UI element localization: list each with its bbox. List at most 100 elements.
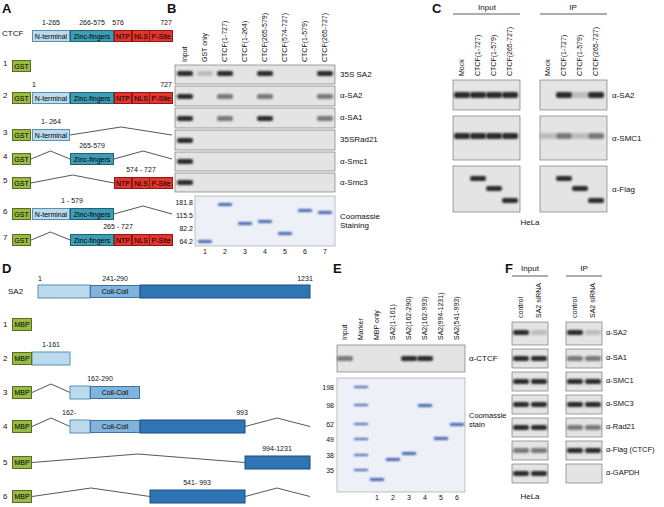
- figure-label: α-Smc3: [340, 178, 368, 187]
- figure-label: 541- 993: [183, 479, 211, 487]
- western-blot: [177, 71, 193, 76]
- panel-letter: A: [2, 2, 11, 17]
- western-blot: [177, 138, 193, 143]
- figure-label: 5: [439, 494, 443, 502]
- deletion-line: [245, 418, 310, 427]
- figure-label: α-SA1: [340, 113, 362, 122]
- western-blot: [513, 330, 529, 335]
- western-blot: [585, 356, 601, 361]
- western-blot: [486, 186, 502, 191]
- domain-box: N-terminal: [32, 129, 70, 141]
- domain-name: Coil-Coil: [102, 288, 128, 295]
- lane-label: Marker: [357, 318, 365, 340]
- western-blot: [556, 176, 572, 181]
- group-bracket: [453, 14, 607, 276]
- figure-label: α-SA1: [606, 354, 627, 363]
- western-blot: [217, 94, 233, 99]
- figure-label: 3: [3, 388, 7, 397]
- domain-name: NLS: [134, 95, 148, 102]
- lane-label: Mock: [458, 59, 466, 76]
- lane-label: SA2(162-993): [421, 296, 429, 340]
- western-blot: [531, 356, 547, 361]
- figure-label: 115.5: [176, 212, 193, 220]
- western-blot: [540, 80, 607, 110]
- figure-label: 727: [160, 19, 172, 27]
- lane-label: SA2(162-290): [405, 296, 413, 340]
- coomassie-gel: [298, 209, 312, 212]
- western-blot: [257, 71, 273, 76]
- figure-label: α-Flag: [612, 185, 635, 194]
- western-blot: [453, 116, 520, 160]
- domain-name: P-Site: [151, 237, 170, 244]
- western-blot: [585, 448, 601, 453]
- figure-label: 574 - 727: [126, 166, 156, 174]
- domain-box: NLS: [132, 92, 150, 104]
- western-blot: [531, 471, 547, 476]
- western-blot: [588, 133, 604, 139]
- western-blot: [486, 133, 502, 139]
- western-blot: [317, 116, 333, 121]
- domain-box: Coil-Coil: [90, 420, 140, 433]
- coomassie-gel: [337, 378, 465, 492]
- western-blot: [502, 92, 518, 98]
- protein-domain: [38, 285, 90, 298]
- western-blot: [512, 441, 548, 460]
- deletion-line: [245, 488, 310, 497]
- domain-box: Coil-Coil: [90, 386, 140, 399]
- western-blot: [177, 116, 193, 121]
- western-blot: [486, 92, 502, 98]
- domain-name: NTP: [116, 237, 130, 244]
- domain-name: GST: [14, 156, 28, 163]
- tag-box: GST: [12, 208, 31, 220]
- figure-label: 1 - 579: [61, 197, 83, 205]
- western-blot: [567, 356, 583, 361]
- domain-name: NLS: [134, 33, 148, 40]
- domain-box: NLS: [132, 177, 150, 189]
- lane-label: MBP only: [373, 310, 381, 340]
- protein-domain: [32, 352, 70, 365]
- western-blot: [502, 133, 518, 139]
- coomassie-gel: [258, 220, 272, 223]
- coomassie-gel: [354, 423, 368, 425]
- figure-label: IP: [580, 264, 588, 273]
- western-blot: [417, 356, 433, 361]
- figure-label: 2: [223, 248, 227, 256]
- figure-label: HeLa: [520, 218, 539, 227]
- western-blot: [217, 71, 233, 76]
- western-blot: [556, 92, 572, 98]
- domain-name: GST: [14, 180, 28, 187]
- figure-label: 4: [423, 494, 427, 502]
- domain-name: GST: [14, 211, 28, 218]
- domain-box: Zinc-fingers: [70, 153, 114, 165]
- coomassie-gel: [195, 196, 335, 246]
- western-blot: [588, 92, 604, 98]
- domain-name: Coil-Coil: [102, 423, 128, 430]
- deletion-line: [32, 384, 70, 393]
- western-blot: [175, 152, 335, 171]
- figure-label: 35S SA2: [340, 70, 372, 79]
- domain-name: Coil-Coil: [102, 389, 128, 396]
- figure-label: 49: [326, 436, 334, 444]
- domain-name: NTP: [116, 95, 130, 102]
- figure-label: 3: [3, 128, 7, 137]
- domain-box: NTP: [114, 234, 132, 246]
- figure-label: 2: [3, 354, 7, 363]
- figure-label: 1: [203, 248, 207, 256]
- domain-name: GST: [14, 63, 28, 70]
- domain-name: NLS: [134, 237, 148, 244]
- western-blot: [175, 65, 335, 84]
- figure-label: 5: [3, 458, 7, 467]
- group-bracket: [453, 14, 607, 276]
- western-blot: [585, 330, 601, 335]
- figure-label: 6: [3, 492, 7, 501]
- domain-name: P-Site: [151, 33, 170, 40]
- domain-name: Zinc-fingers: [74, 211, 111, 218]
- western-blot: [257, 116, 273, 121]
- figure-label: 98: [326, 402, 334, 410]
- figure-label: 727: [160, 81, 172, 89]
- domain-box: P-Site: [149, 92, 173, 104]
- figure-label: HeLa: [520, 492, 539, 501]
- coomassie-gel: [434, 437, 448, 440]
- western-blot: [513, 402, 529, 407]
- figure-label: α-SA2: [340, 91, 362, 100]
